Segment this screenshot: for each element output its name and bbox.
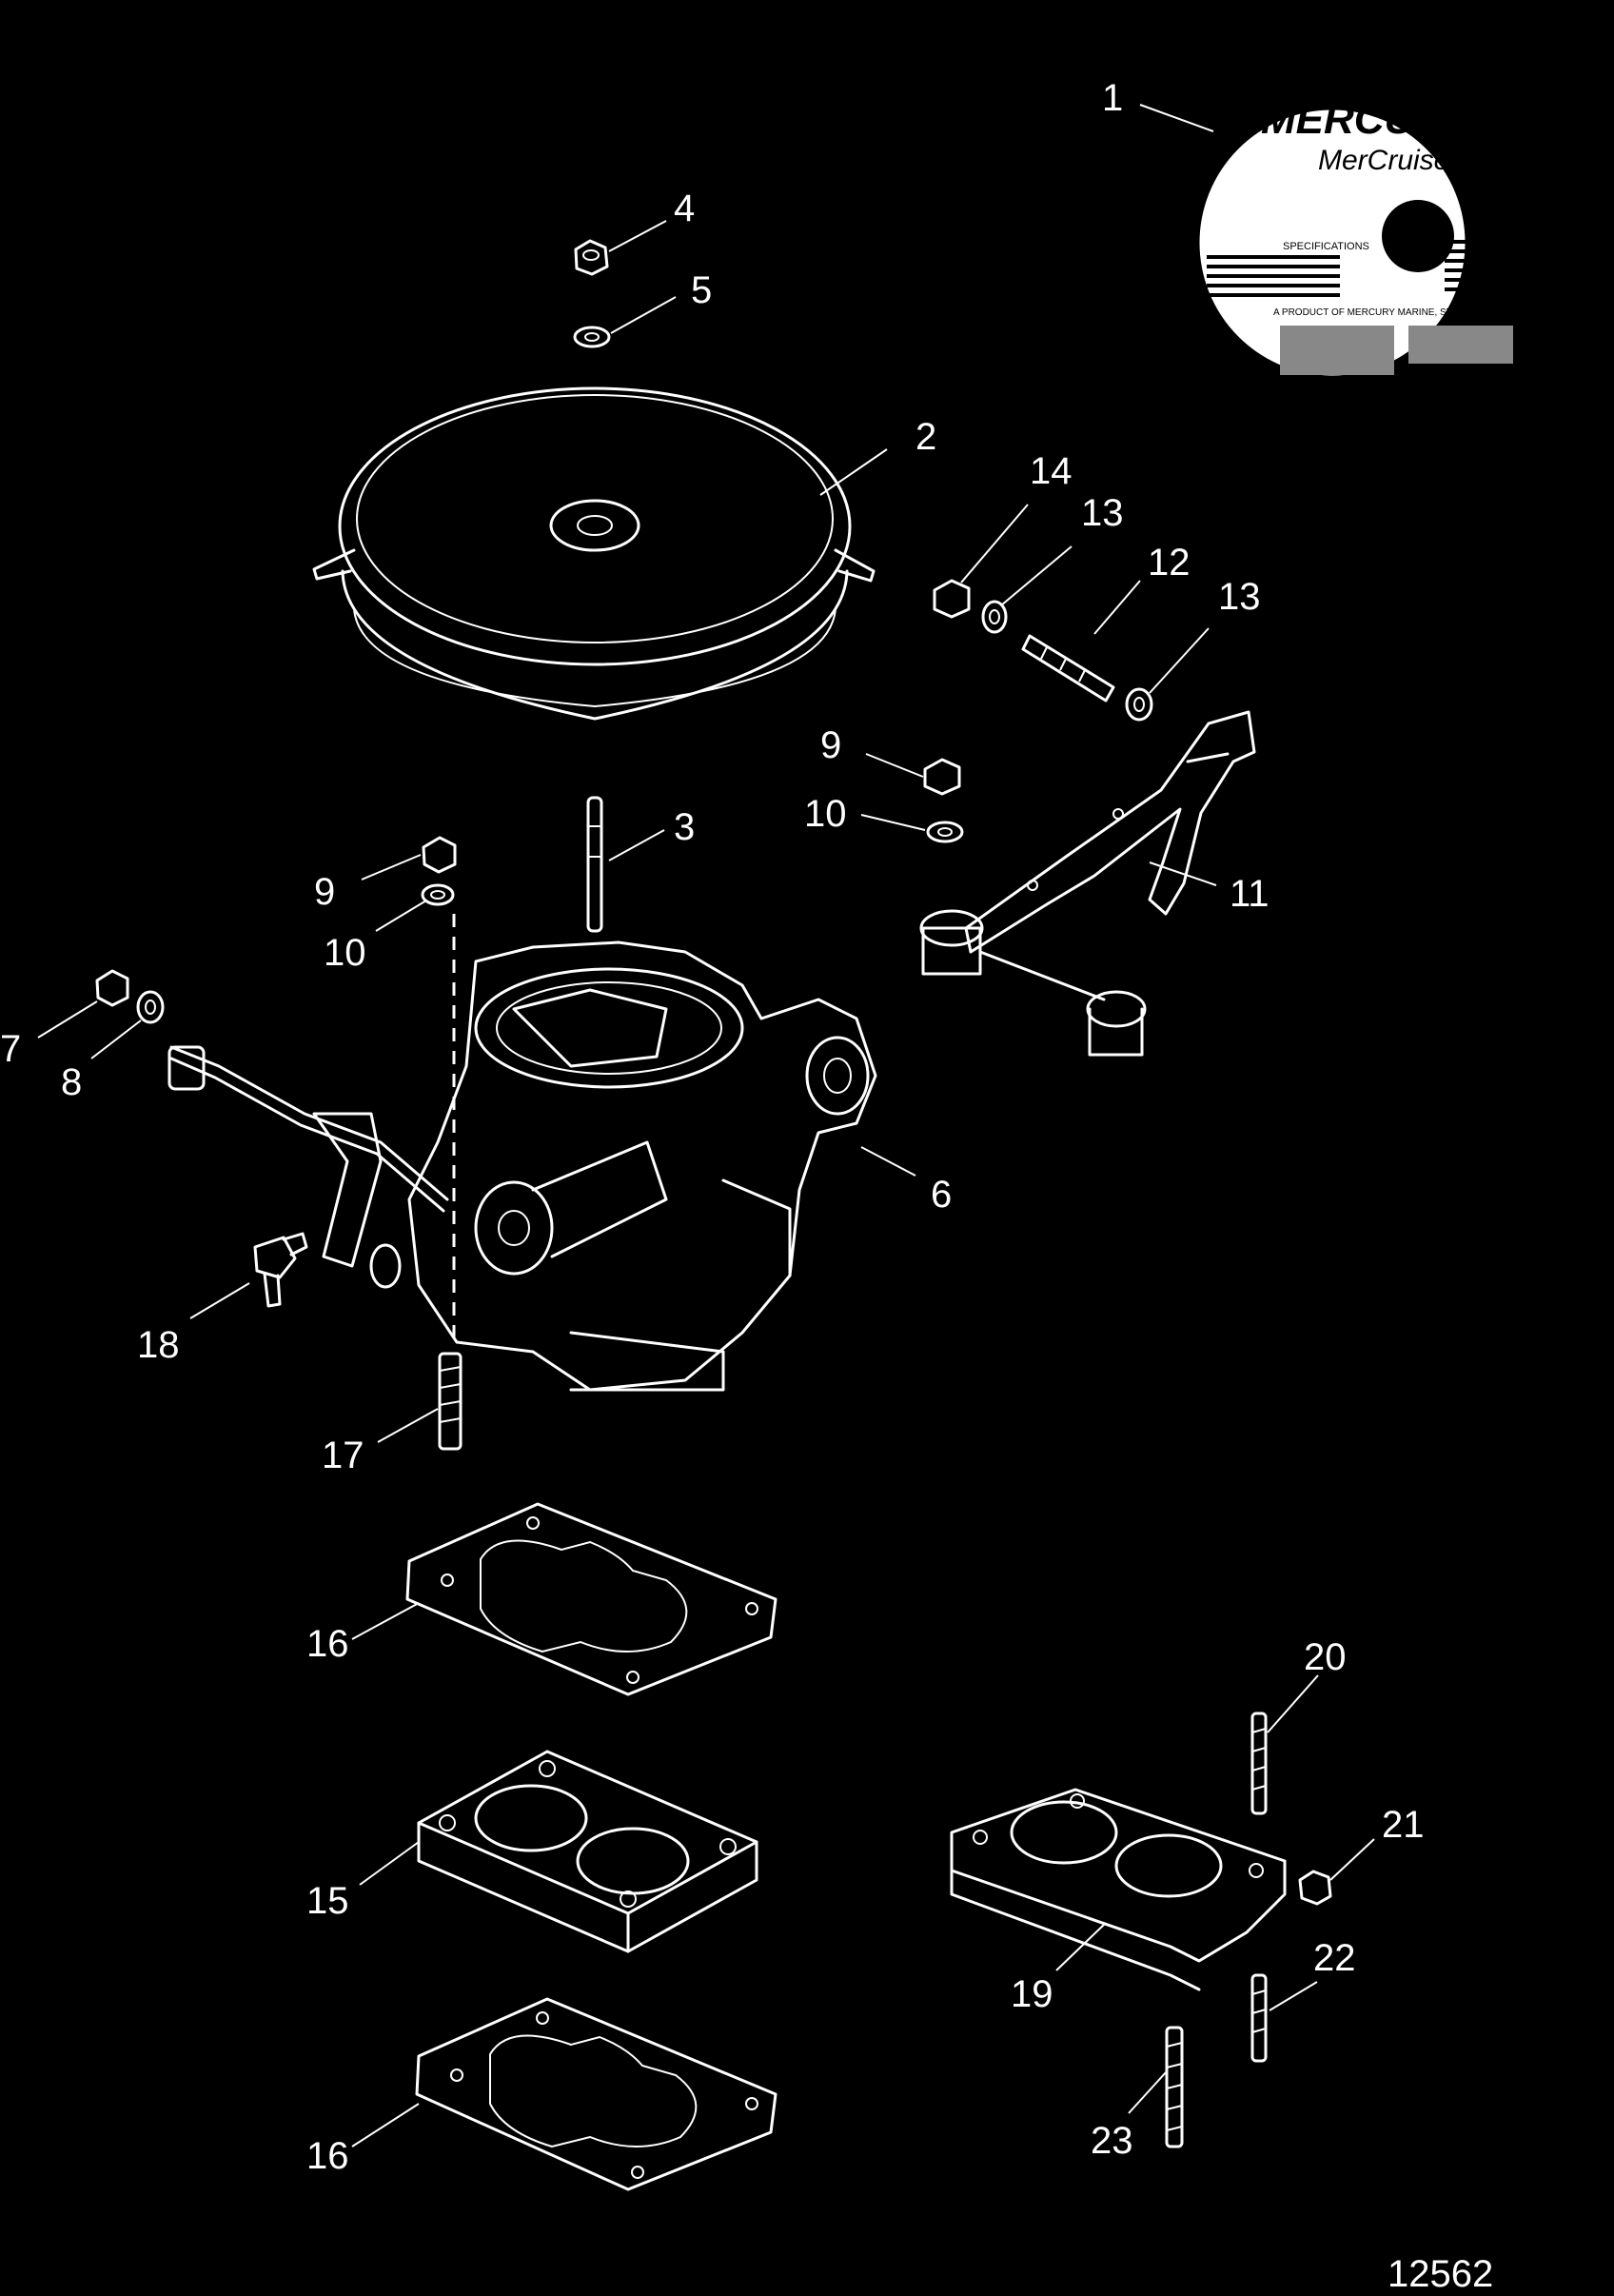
callout-11: 11 [1230, 873, 1270, 915]
callout-14: 14 [1030, 450, 1073, 492]
callout-4: 4 [674, 188, 695, 229]
part-nut-9-left [422, 836, 457, 874]
leader-14 [960, 504, 1029, 584]
part-stud-3 [586, 796, 603, 933]
callout-17: 17 [322, 1435, 364, 1476]
callout-23: 23 [1091, 2120, 1133, 2162]
leader-22 [1269, 1981, 1318, 2011]
callout-22: 22 [1313, 1937, 1356, 1979]
decal-spec-lines [1207, 240, 1549, 297]
part-washer-13-upper [981, 600, 1008, 634]
callout-21: 21 [1382, 1804, 1425, 1846]
part-gasket-16-lower [415, 1997, 777, 2191]
decal-unit: LITRE [1418, 57, 1480, 81]
decal-maker-line: A PRODUCT OF MERCURY MARINE, STILLWATER,… [1273, 307, 1549, 318]
part-washer-13-lower [1125, 687, 1153, 722]
leader-1 [1139, 104, 1214, 132]
decal-barcode-panel [1280, 326, 1394, 375]
decal-warning-panel [1408, 326, 1513, 364]
callout-16-upper: 16 [306, 1623, 349, 1665]
callout-1: 1 [1102, 77, 1123, 119]
leader-lines [37, 104, 1375, 2148]
part-stud-23 [1165, 2026, 1184, 2148]
callout-13-upper: 13 [1081, 492, 1124, 534]
part-washer-8 [136, 990, 165, 1024]
part-stud-20 [1250, 1712, 1268, 1815]
leader-10-left [375, 900, 427, 932]
leader-21 [1329, 1838, 1375, 1881]
part-gasket-16-upper [405, 1502, 777, 1696]
leader-16-lower [351, 2103, 420, 2148]
part-stud-12 [1021, 634, 1115, 703]
callout-20: 20 [1304, 1636, 1347, 1678]
leader-19 [1055, 1922, 1107, 1971]
leader-6 [860, 1146, 916, 1177]
leader-13-lower [1149, 627, 1210, 694]
leader-18 [189, 1282, 250, 1319]
decal-specs-heading: SPECIFICATIONS [1283, 241, 1369, 252]
part-fitting-18 [253, 1232, 308, 1308]
callout-10-right: 10 [804, 793, 847, 835]
decal-cert-line: CERTIFIED SAE J1228 [1311, 391, 1432, 405]
part-flame-arrestor-cover-2 [312, 386, 876, 721]
part-washer-10-left [421, 883, 455, 906]
callout-9-left: 9 [314, 871, 335, 913]
part-carburetor-6 [167, 940, 877, 1392]
callout-15: 15 [306, 1880, 349, 1922]
leader-20 [1267, 1674, 1319, 1733]
part-washer-10-right [926, 821, 964, 843]
part-stud-17 [438, 1352, 463, 1451]
leader-23 [1128, 2070, 1168, 2114]
leader-11 [1149, 861, 1217, 886]
decal-subtitle: TURN KEY START [1299, 82, 1448, 101]
part-bracket-11 [919, 710, 1256, 1057]
part-stud-22 [1250, 1973, 1268, 2063]
callout-12: 12 [1148, 542, 1191, 584]
callout-5: 5 [691, 269, 712, 311]
callout-10-left: 10 [324, 932, 366, 974]
callout-7: 7 [0, 1028, 21, 1070]
leader-15 [359, 1841, 420, 1886]
part-nut-14 [933, 579, 971, 619]
drawing-number: 12562 [1388, 2253, 1493, 2295]
leader-17 [377, 1408, 439, 1443]
callout-6: 6 [931, 1174, 952, 1216]
callout-3: 3 [674, 806, 695, 848]
callout-18: 18 [137, 1324, 180, 1366]
leader-10-right [860, 814, 926, 831]
leader-9-right [865, 753, 924, 778]
decal-displacement: 5.7 [1330, 27, 1409, 89]
part-nut-9-right [923, 758, 961, 796]
decal-product: MerCruiser [1318, 145, 1460, 176]
callout-2: 2 [915, 416, 936, 458]
leader-8 [90, 1019, 142, 1059]
callout-16-lower: 16 [306, 2135, 349, 2177]
callout-9-right: 9 [820, 724, 841, 766]
decal-brand: MERCURY [1261, 96, 1475, 143]
part-nut-21 [1298, 1870, 1332, 1906]
leader-7 [37, 1000, 98, 1039]
callout-8: 8 [61, 1061, 82, 1103]
part-spacer-15 [417, 1750, 758, 1953]
part-nut-7 [95, 969, 129, 1007]
callout-13-lower: 13 [1218, 576, 1261, 618]
leader-13-upper [1000, 545, 1073, 606]
leader-9-left [361, 854, 422, 881]
leader-2 [819, 448, 888, 496]
part-nut-4 [574, 239, 609, 276]
leader-4 [608, 220, 667, 252]
leader-5 [610, 296, 677, 334]
callout-19: 19 [1011, 1973, 1053, 2015]
part-adapter-19 [950, 1788, 1287, 1991]
leader-12 [1093, 580, 1141, 635]
part-washer-5 [573, 326, 611, 348]
callout-labels: 1 2 3 4 5 6 7 8 9 10 9 10 11 12 13 13 14… [0, 77, 1425, 2177]
part-decal: 5.7 LITRE TURN KEY START MERCURY MerCrui… [1199, 27, 1549, 405]
leader-16-upper [351, 1602, 420, 1640]
leader-3 [608, 829, 665, 861]
